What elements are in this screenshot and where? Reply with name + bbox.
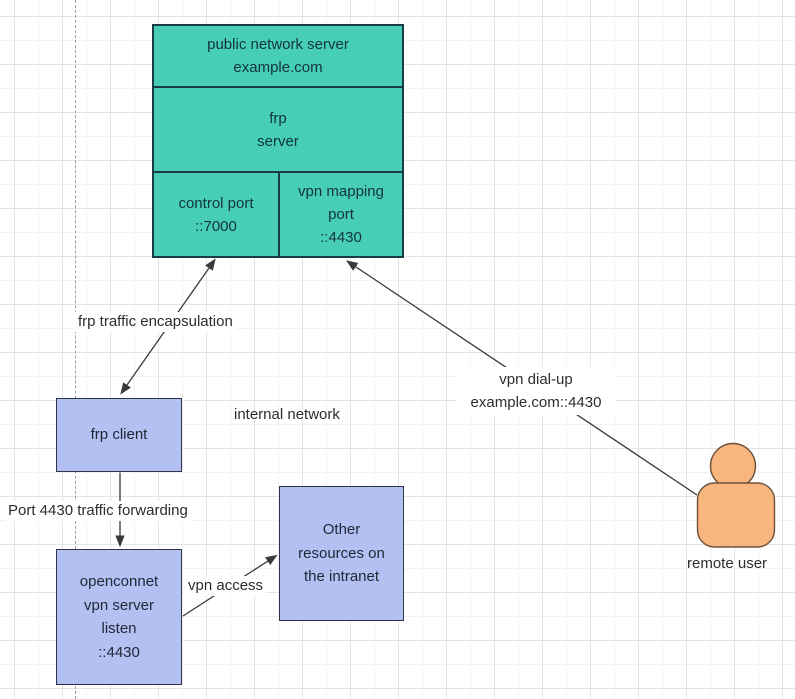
vpn-dialup-line: example.com::4430 bbox=[470, 394, 602, 411]
other-resources-box[interactable]: Other resources on the intranet bbox=[279, 486, 404, 621]
remote-user-head bbox=[709, 442, 757, 490]
frp-client-label: frp client bbox=[90, 426, 148, 444]
frp-server-line: frp bbox=[269, 109, 287, 127]
openconnect-line: ::4430 bbox=[98, 643, 140, 661]
vpn-dialup-line: vpn dial-up bbox=[499, 371, 573, 388]
other-resources-line: resources on bbox=[298, 544, 385, 562]
frp-traffic-label[interactable]: frp traffic encapsulation bbox=[75, 312, 236, 332]
server-title-section[interactable]: public network server example.com bbox=[154, 26, 402, 88]
control-port-line: ::7000 bbox=[195, 217, 237, 235]
frp-client-box[interactable]: frp client bbox=[56, 398, 182, 472]
port-forwarding-label[interactable]: Port 4430 traffic forwarding bbox=[5, 501, 191, 521]
openconnect-line: vpn server bbox=[83, 596, 155, 614]
other-resources-line: Other bbox=[322, 521, 361, 539]
other-resources-line: the intranet bbox=[303, 568, 380, 586]
control-port-cell[interactable]: control port ::7000 bbox=[154, 173, 280, 256]
internal-network-label[interactable]: internal network bbox=[234, 406, 340, 423]
openconnect-line: listen bbox=[101, 620, 137, 637]
vpn-access-label[interactable]: vpn access bbox=[185, 576, 267, 596]
server-ports-row: control port ::7000 vpn mapping port ::4… bbox=[154, 173, 402, 256]
server-title-line: example.com bbox=[233, 59, 323, 76]
vpn-mapping-port-line: port bbox=[328, 206, 354, 223]
remote-user-label[interactable]: remote user bbox=[687, 555, 768, 572]
vpn-mapping-port-cell[interactable]: vpn mapping port ::4430 bbox=[280, 173, 402, 256]
frp-server-line: server bbox=[257, 132, 299, 150]
remote-user-icon[interactable] bbox=[696, 442, 776, 548]
remote-user-body bbox=[696, 482, 776, 548]
openconnect-line: openconnet bbox=[79, 573, 159, 590]
frp-server-section[interactable]: frp server bbox=[154, 88, 402, 173]
openconnect-vpn-server-box[interactable]: openconnet vpn server listen ::4430 bbox=[56, 549, 182, 685]
control-port-line: control port bbox=[178, 194, 254, 212]
vertical-dashed-guide bbox=[75, 0, 76, 699]
vpn-mapping-port-line: ::4430 bbox=[320, 229, 362, 246]
vpn-mapping-port-line: vpn mapping bbox=[298, 183, 384, 200]
public-network-server-box[interactable]: public network server example.com frp se… bbox=[152, 24, 404, 258]
server-title-line: public network server bbox=[207, 36, 349, 53]
vpn-dialup-label[interactable]: vpn dial-up example.com::4430 bbox=[457, 367, 615, 415]
